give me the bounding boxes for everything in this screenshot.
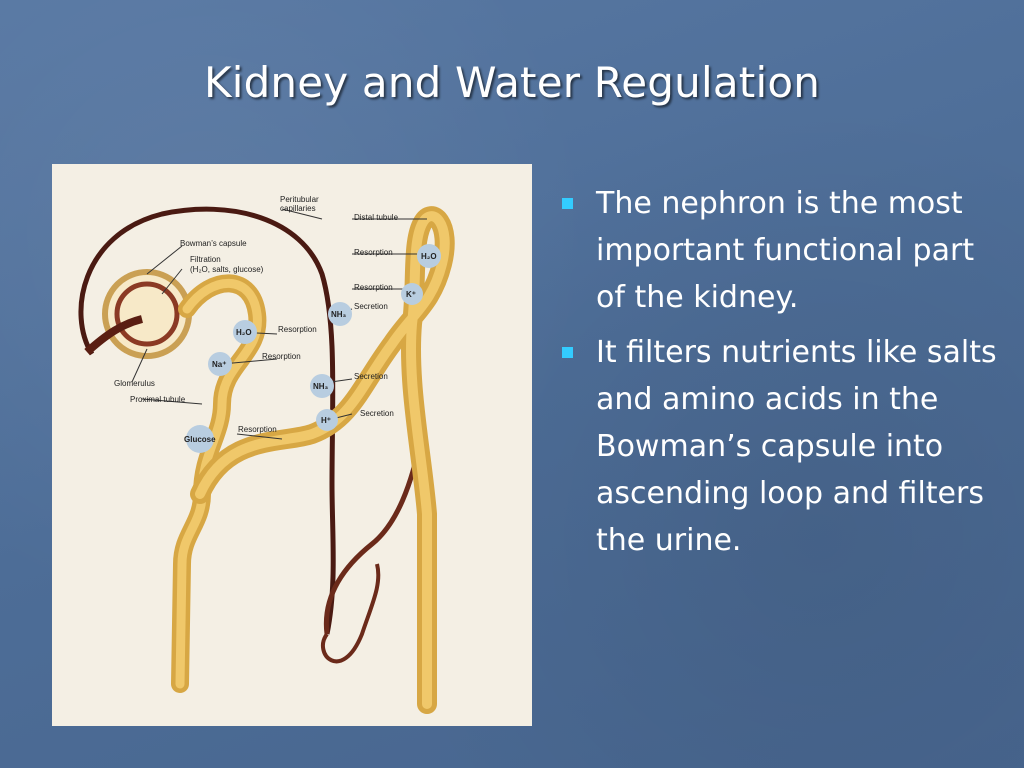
ion-k: K⁺ (406, 290, 416, 299)
nephron-diagram: Peritubular capillaries Distal tubule Bo… (52, 164, 532, 726)
label-resorption-5: Resorption (238, 425, 277, 434)
bullet-list: The nephron is the most important functi… (558, 180, 998, 572)
label-resorption-4: Resorption (262, 352, 301, 361)
loop-and-distal-highlight (195, 211, 450, 709)
ion-na: Na⁺ (212, 360, 226, 369)
slide-title: Kidney and Water Regulation (203, 58, 821, 107)
ion-h2o-distal: H₂O (421, 252, 437, 261)
label-filtration-1: Filtration (190, 255, 221, 264)
label-peritubular-1: Peritubular (280, 195, 319, 204)
bullet-item-2: It filters nutrients like salts and amin… (558, 329, 998, 564)
ion-markers: H₂O K⁺ NH₃ H₂O Na⁺ NH₃ H⁺ Glucose (184, 244, 441, 453)
label-distal-tubule: Distal tubule (354, 213, 399, 222)
label-peritubular-2: capillaries (280, 204, 316, 213)
capillary-loop (323, 433, 425, 635)
proximal-tubule-highlight (175, 278, 262, 689)
capillary-network (320, 563, 381, 664)
bullet-text-2: It filters nutrients like salts and amin… (596, 335, 997, 558)
capillary-arc (78, 206, 336, 635)
label-secretion-1: Secretion (354, 302, 388, 311)
label-lines (131, 208, 427, 440)
ion-glucose: Glucose (184, 435, 216, 444)
square-bullet-icon (562, 347, 573, 358)
label-glomerulus: Glomerulus (114, 379, 155, 388)
ion-h: H⁺ (321, 416, 331, 425)
ion-nh3-bottom: NH₃ (313, 382, 329, 391)
label-bowmans-capsule: Bowman’s capsule (180, 239, 247, 248)
label-resorption-2: Resorption (354, 283, 393, 292)
nephron-illustration: Peritubular capillaries Distal tubule Bo… (78, 195, 455, 714)
bullet-text-1: The nephron is the most important functi… (596, 186, 975, 315)
ion-h2o-proximal: H₂O (236, 328, 252, 337)
bullet-item-1: The nephron is the most important functi… (558, 180, 998, 321)
ion-nh3-top: NH₃ (331, 310, 347, 319)
label-proximal-tubule: Proximal tubule (130, 395, 186, 404)
label-filtration-2: (H₂O, salts, glucose) (190, 265, 264, 274)
label-secretion-2: Secretion (354, 372, 388, 381)
label-secretion-3: Secretion (360, 409, 394, 418)
glomerulus (114, 281, 180, 347)
afferent-arteriole (84, 315, 144, 355)
label-resorption-1: Resorption (354, 248, 393, 257)
square-bullet-icon (562, 198, 573, 209)
label-resorption-3: Resorption (278, 325, 317, 334)
